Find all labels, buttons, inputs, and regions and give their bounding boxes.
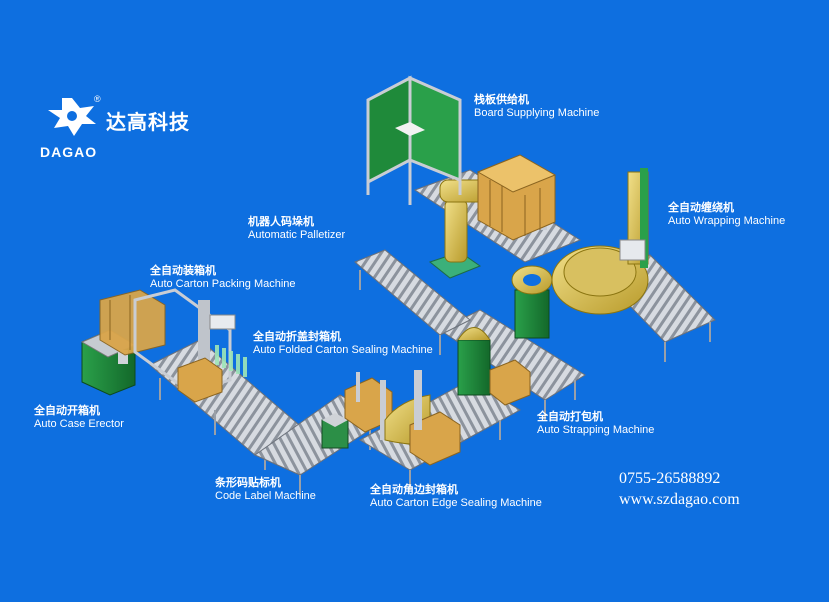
label-board-supplying-en: Board Supplying Machine	[474, 107, 600, 119]
label-palletizer: 机器人码垛机 Automatic Palletizer	[248, 216, 345, 242]
label-auto-wrapping-en: Auto Wrapping Machine	[668, 215, 786, 227]
registered-mark: ®	[94, 94, 101, 104]
contact-website[interactable]: www.szdagao.com	[619, 491, 740, 508]
label-edge-sealing-en: Auto Carton Edge Sealing Machine	[370, 497, 542, 509]
label-board-supplying-cn: 栈板供给机	[474, 94, 529, 106]
edge-sealing-machine	[384, 370, 461, 466]
label-folded-carton-sealing-cn: 全自动折盖封箱机	[253, 331, 341, 343]
label-case-erector: 全自动开箱机 Auto Case Erector	[34, 405, 124, 431]
label-board-supplying: 栈板供给机 Board Supplying Machine	[474, 94, 599, 120]
label-code-label-cn: 条形码贴标机	[215, 477, 281, 489]
board-supplying-machine	[366, 75, 462, 205]
label-palletizer-en: Automatic Palletizer	[248, 229, 346, 241]
label-edge-sealing-cn: 全自动角边封箱机	[370, 484, 458, 496]
label-folded-carton-sealing-en: Auto Folded Carton Sealing Machine	[253, 344, 433, 356]
pallet-load	[476, 154, 557, 241]
brand-name-en: DAGAO	[40, 144, 98, 160]
label-palletizer-cn: 机器人码垛机	[248, 216, 314, 228]
label-code-label-en: Code Label Machine	[215, 490, 316, 502]
strapping-machine-lower	[457, 327, 531, 406]
code-label-machine	[321, 413, 349, 449]
label-carton-packing: 全自动装箱机 Auto Carton Packing Machine	[150, 265, 296, 291]
contact-phone: 0755-26588892	[619, 470, 721, 487]
strapping-machine-upper	[511, 265, 553, 339]
label-auto-wrapping: 全自动缠绕机 Auto Wrapping Machine	[668, 202, 785, 228]
label-strapping-en: Auto Strapping Machine	[537, 424, 655, 436]
dagao-logo-mark	[48, 98, 96, 136]
label-carton-packing-cn: 全自动装箱机	[150, 265, 216, 277]
conveyor-palletizer-infeed	[354, 249, 471, 355]
case-erector-machine	[80, 289, 166, 396]
label-auto-wrapping-cn: 全自动缠绕机	[668, 202, 734, 214]
label-edge-sealing: 全自动角边封箱机 Auto Carton Edge Sealing Machin…	[370, 484, 542, 510]
label-carton-packing-en: Auto Carton Packing Machine	[150, 278, 296, 290]
carton-packing-machine	[133, 288, 247, 403]
auto-wrapping-machine	[551, 168, 649, 315]
label-case-erector-cn: 全自动开箱机	[34, 405, 100, 417]
label-code-label: 条形码贴标机 Code Label Machine	[215, 477, 316, 503]
brand-name-cn: 达高科技	[106, 110, 190, 134]
label-strapping-cn: 全自动打包机	[537, 411, 603, 423]
label-case-erector-en: Auto Case Erector	[34, 418, 124, 430]
contact-block: 0755-26588892 www.szdagao.com	[619, 468, 740, 510]
label-folded-carton-sealing: 全自动折盖封箱机 Auto Folded Carton Sealing Mach…	[253, 331, 433, 357]
label-strapping: 全自动打包机 Auto Strapping Machine	[537, 411, 654, 437]
